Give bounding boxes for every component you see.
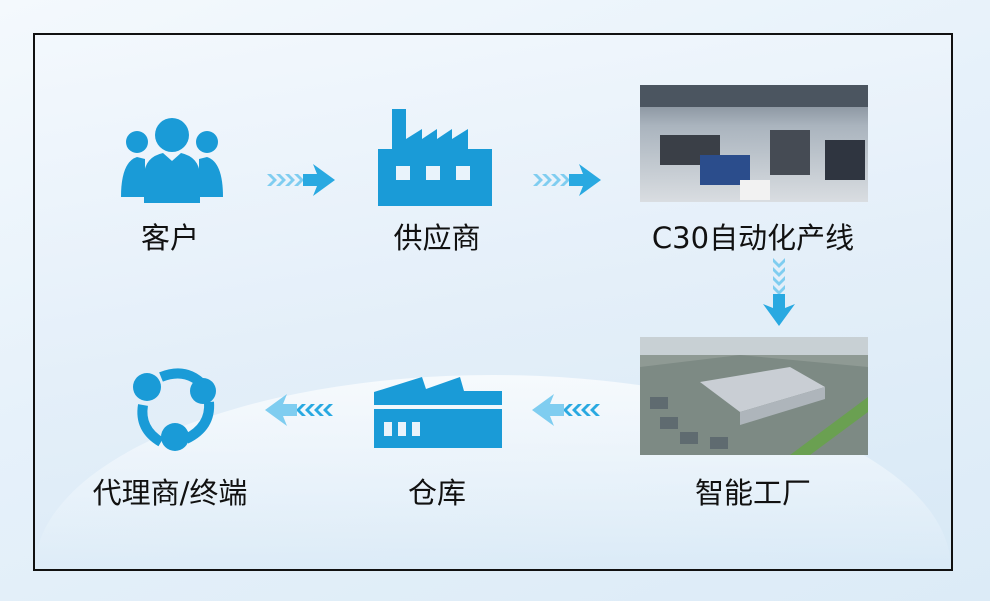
- arrow-down-icon: [763, 258, 795, 326]
- agent-label: 代理商/终端: [92, 476, 248, 510]
- arrow-right-icon: [533, 164, 601, 196]
- network-icon: [133, 368, 216, 451]
- warehouse-icon: [374, 377, 502, 448]
- factory-icon: [378, 109, 492, 206]
- customer-label: 客户: [140, 221, 200, 255]
- arrow-left-icon: [532, 394, 600, 426]
- warehouse-label: 仓库: [407, 476, 467, 510]
- smart-factory-photo: [640, 337, 868, 455]
- arrow-left-icon: [265, 394, 333, 426]
- line-label: C30自动化产线: [651, 221, 855, 255]
- arrow-right-icon: [267, 164, 335, 196]
- supplier-label: 供应商: [393, 221, 481, 255]
- factory-label: 智能工厂: [694, 476, 812, 510]
- people-icon: [121, 118, 223, 203]
- production-line-photo: [640, 85, 868, 202]
